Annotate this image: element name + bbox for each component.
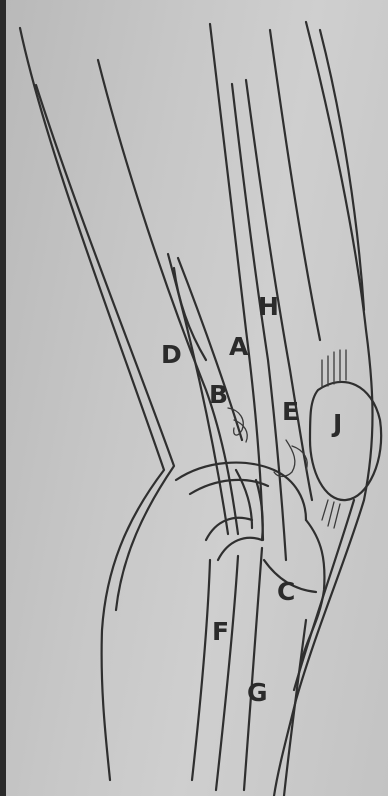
label-h: H: [258, 292, 279, 321]
leg-outline-left: [20, 28, 174, 780]
knee-anatomy-diagram: D A H B E J C F G: [6, 0, 388, 796]
book-page-photo: D A H B E J C F G: [6, 0, 388, 796]
bone-g: [244, 548, 306, 796]
muscle-d: [98, 60, 238, 534]
label-f: F: [212, 617, 229, 646]
knee-joint: [176, 463, 306, 560]
label-e: E: [282, 397, 299, 426]
label-j: J: [331, 409, 342, 438]
label-a: A: [229, 332, 249, 361]
label-g: G: [247, 678, 268, 707]
label-c: C: [277, 577, 295, 606]
label-d: D: [161, 340, 182, 369]
label-b: B: [209, 380, 228, 409]
bone-f: [192, 556, 238, 790]
